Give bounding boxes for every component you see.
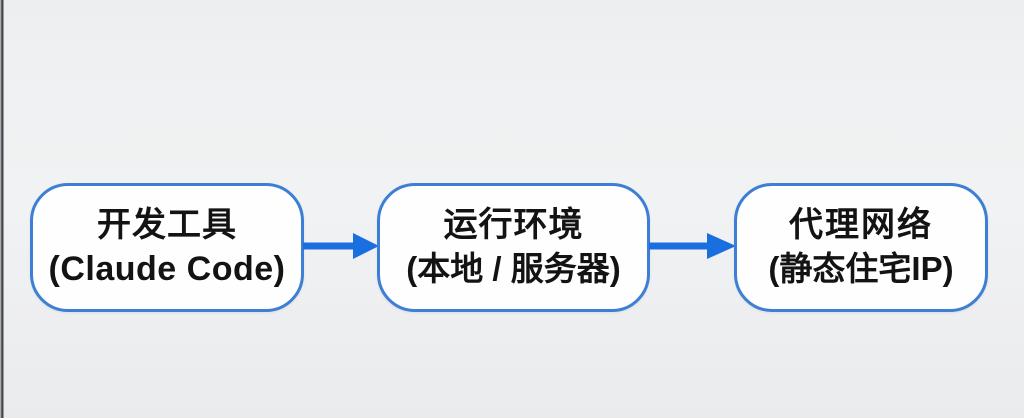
- flow-node-dev-tool[interactable]: 开发工具 (Claude Code): [30, 183, 304, 312]
- flow-node-runtime-env[interactable]: 运行环境 (本地 / 服务器): [377, 183, 650, 312]
- flow-node-runtime-env-title: 运行环境: [443, 206, 584, 245]
- arrow-dev-tool-to-runtime-env: [303, 233, 379, 259]
- flow-node-proxy-network-title: 代理网络: [789, 206, 933, 245]
- arrow-runtime-env-to-proxy-network: [649, 233, 736, 259]
- flow-node-dev-tool-title: 开发工具: [97, 205, 237, 244]
- flow-node-dev-tool-subtitle: (Claude Code): [48, 249, 286, 288]
- flow-node-proxy-network-subtitle: (静态住宅IP): [768, 250, 954, 288]
- frame-left-edge: [0, 0, 4, 418]
- flow-node-proxy-network[interactable]: 代理网络 (静态住宅IP): [734, 183, 988, 312]
- flow-node-runtime-env-subtitle: (本地 / 服务器): [406, 250, 621, 288]
